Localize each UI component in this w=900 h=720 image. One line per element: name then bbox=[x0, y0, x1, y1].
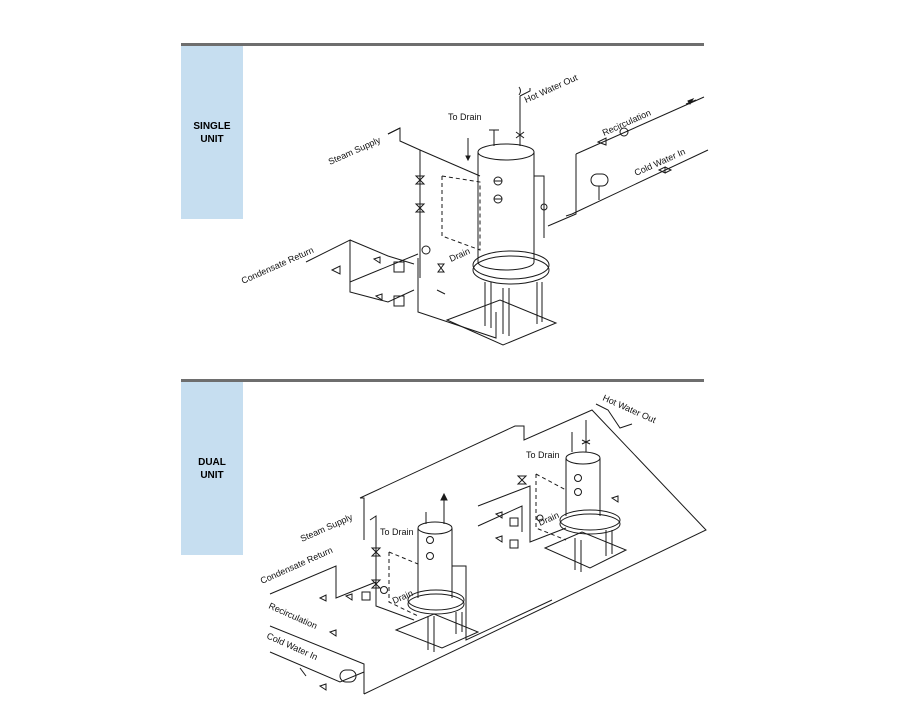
steam-supply-pipe bbox=[387, 127, 481, 278]
label-hot-water-out-dual: Hot Water Out bbox=[601, 393, 658, 426]
tank-base-platform bbox=[445, 299, 558, 346]
relief-valve bbox=[465, 96, 525, 162]
label-to-drain-left: To Drain bbox=[380, 527, 414, 537]
cold-water-in-pipe bbox=[565, 149, 709, 217]
drain-pipe bbox=[417, 258, 497, 339]
label-steam-supply-dual: Steam Supply bbox=[299, 512, 355, 544]
water-heater-tank-left bbox=[394, 492, 480, 652]
steam-condensate-right bbox=[477, 473, 567, 549]
label-to-drain: To Drain bbox=[448, 112, 482, 122]
hot-water-out-pipe bbox=[519, 88, 531, 97]
section-rule-dual bbox=[181, 379, 704, 382]
label-condensate-return-dual: Condensate Return bbox=[259, 545, 334, 586]
dual-unit-panel: DUAL UNIT bbox=[181, 382, 243, 555]
condensate-return-pipe bbox=[305, 239, 431, 307]
tank-legs bbox=[484, 282, 543, 336]
steam-condensate-left bbox=[269, 515, 419, 621]
label-to-drain-right: To Drain bbox=[526, 450, 560, 460]
section-rule-single bbox=[181, 43, 704, 46]
label-cold-water-in-dual: Cold Water In bbox=[265, 631, 319, 662]
single-unit-label: SINGLE UNIT bbox=[193, 120, 231, 145]
tank-stand-ring bbox=[472, 250, 550, 280]
steam-coil-dashed bbox=[441, 175, 481, 251]
label-recirculation-dual: Recirculation bbox=[267, 601, 319, 631]
single-unit-panel: SINGLE UNIT bbox=[181, 46, 243, 219]
tank-side-pipe bbox=[534, 175, 545, 238]
label-drain-left: Drain bbox=[391, 588, 415, 606]
label-drain-right: Drain bbox=[537, 510, 561, 528]
water-heater-tank bbox=[477, 143, 535, 271]
dual-unit-label: DUAL UNIT bbox=[198, 456, 226, 481]
water-heater-tank-right bbox=[543, 420, 628, 572]
main-piping-loop bbox=[359, 409, 707, 695]
recirculation-cold-water-dual bbox=[269, 495, 619, 694]
recirculation-pipe bbox=[547, 96, 705, 227]
